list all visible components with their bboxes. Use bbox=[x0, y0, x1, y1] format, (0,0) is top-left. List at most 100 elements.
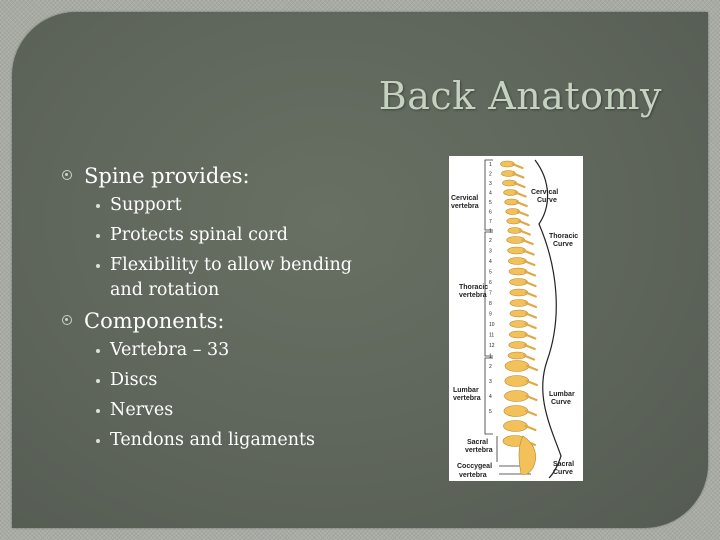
list-item-text: Discs bbox=[110, 370, 158, 390]
lumbar-bracket bbox=[484, 357, 493, 435]
spinous-process bbox=[524, 333, 537, 340]
spinous-process bbox=[524, 312, 538, 319]
list-item: Support bbox=[62, 193, 382, 218]
vertebra bbox=[504, 390, 529, 402]
spinous-process bbox=[524, 424, 537, 432]
vertebra-number: 8 bbox=[489, 301, 492, 307]
vertebra-number: 7 bbox=[489, 219, 492, 225]
spinous-process bbox=[525, 379, 538, 387]
vertebra-number: 6 bbox=[489, 210, 492, 216]
spinous-process bbox=[517, 219, 530, 227]
spinous-process bbox=[524, 291, 537, 298]
spinous-process bbox=[511, 162, 524, 170]
bullet-dot-icon bbox=[96, 379, 100, 383]
vertebrae-group bbox=[500, 160, 539, 476]
vertebra-number: 6 bbox=[489, 280, 492, 286]
vertebra-number: 2 bbox=[489, 172, 492, 178]
thoracic-bracket bbox=[484, 231, 493, 357]
spinous-process bbox=[516, 210, 529, 217]
vertebra-number: 3 bbox=[489, 181, 492, 187]
label-lumbar-curve: Lumbar bbox=[549, 391, 575, 398]
vertebra-number: 5 bbox=[489, 270, 492, 276]
spinous-process bbox=[524, 409, 538, 417]
label-cervical-curve-2: Curve bbox=[537, 197, 557, 204]
label-sacral-2: vertebra bbox=[465, 447, 493, 454]
vertebra-number: 10 bbox=[489, 322, 495, 328]
bullet-dot-icon bbox=[96, 409, 100, 413]
label-sacral-curve-2: Curve bbox=[553, 469, 573, 476]
list-item-text: Tendons and ligaments bbox=[110, 430, 316, 450]
bullet-dot-icon bbox=[96, 439, 100, 443]
spinous-process bbox=[513, 181, 526, 189]
list-item-text: Support bbox=[110, 195, 182, 215]
spinous-process bbox=[521, 238, 534, 246]
vertebra-number: 5 bbox=[489, 409, 492, 415]
label-lumbar: Lumbar bbox=[453, 387, 479, 394]
list-item-text: Nerves bbox=[110, 400, 174, 420]
label-lumbar-curve-2: Curve bbox=[551, 399, 571, 406]
section-heading-spine: Spine provides: bbox=[62, 163, 382, 189]
circle-bullet-icon bbox=[62, 315, 72, 325]
section-heading-text: Components: bbox=[84, 309, 225, 333]
sacrum bbox=[518, 435, 536, 476]
vertebra-number: 4 bbox=[489, 259, 492, 265]
list-item: Tendons and ligaments bbox=[62, 428, 382, 453]
label-sacral: Sacral bbox=[467, 439, 488, 446]
vertebra-number: 4 bbox=[489, 191, 492, 197]
vertebra-number: 7 bbox=[489, 291, 492, 297]
vertebra-number: 11 bbox=[489, 333, 494, 339]
label-thoracic-curve: Thoracic bbox=[549, 233, 578, 240]
label-thoracic-curve-2: Curve bbox=[553, 241, 573, 248]
vertebra-number: 2 bbox=[489, 238, 492, 244]
spinous-process bbox=[522, 249, 535, 256]
spinous-process bbox=[523, 259, 536, 267]
label-coccygeal: Coccygeal bbox=[457, 463, 492, 470]
section-heading-components: Components: bbox=[62, 308, 382, 334]
cervical-bracket bbox=[484, 159, 493, 231]
list-item: Nerves bbox=[62, 398, 382, 423]
label-coccygeal-2: vertebra bbox=[459, 472, 487, 479]
vertebra-number: 3 bbox=[489, 249, 492, 255]
vertebra-number: 1 bbox=[489, 162, 492, 168]
spine-curve-line bbox=[534, 159, 562, 479]
spinous-process bbox=[518, 229, 531, 236]
slide-panel bbox=[12, 12, 708, 528]
bullet-dot-icon bbox=[96, 349, 100, 353]
spine-list: Support Protects spinal cord Flexibility… bbox=[62, 193, 382, 303]
label-cervical: Cervical bbox=[451, 195, 478, 202]
slide-title: Back Anatomy bbox=[378, 74, 662, 118]
slide-content: Spine provides: Support Protects spinal … bbox=[62, 163, 382, 458]
vertebra bbox=[503, 420, 528, 432]
list-item-text: Protects spinal cord bbox=[110, 225, 288, 245]
spinous-process bbox=[524, 322, 537, 330]
spinous-process bbox=[524, 280, 537, 288]
label-sacral-curve: Sacral bbox=[553, 461, 574, 468]
spinous-process bbox=[522, 354, 536, 361]
vertebra bbox=[504, 360, 530, 372]
vertebra-number: 2 bbox=[489, 364, 492, 370]
label-cervical-curve: Cervical bbox=[531, 189, 558, 196]
spinous-process bbox=[523, 343, 536, 351]
vertebra-number: 1 bbox=[489, 229, 492, 235]
vertebra-number: 12 bbox=[489, 343, 495, 349]
list-item: Flexibility to allow bending and rotatio… bbox=[62, 253, 382, 303]
vertebra-number: 4 bbox=[489, 394, 492, 400]
section-heading-text: Spine provides: bbox=[84, 164, 250, 188]
vertebra-number: 5 bbox=[489, 200, 492, 206]
spinous-process bbox=[512, 172, 525, 179]
vertebra bbox=[504, 375, 530, 387]
spinous-process bbox=[514, 191, 527, 198]
spinous-process bbox=[524, 301, 538, 309]
vertebra-number: 9 bbox=[489, 312, 492, 318]
label-thoracic-2: vertebra bbox=[459, 292, 487, 299]
spinous-process bbox=[525, 394, 538, 402]
spinous-process bbox=[515, 200, 528, 208]
vertebra bbox=[503, 405, 529, 417]
label-thoracic: Thoracic bbox=[459, 284, 488, 291]
list-item: Protects spinal cord bbox=[62, 223, 382, 248]
bullet-dot-icon bbox=[96, 234, 100, 238]
spinous-process bbox=[523, 270, 537, 277]
circle-bullet-icon bbox=[62, 170, 72, 180]
label-lumbar-2: vertebra bbox=[453, 395, 481, 402]
